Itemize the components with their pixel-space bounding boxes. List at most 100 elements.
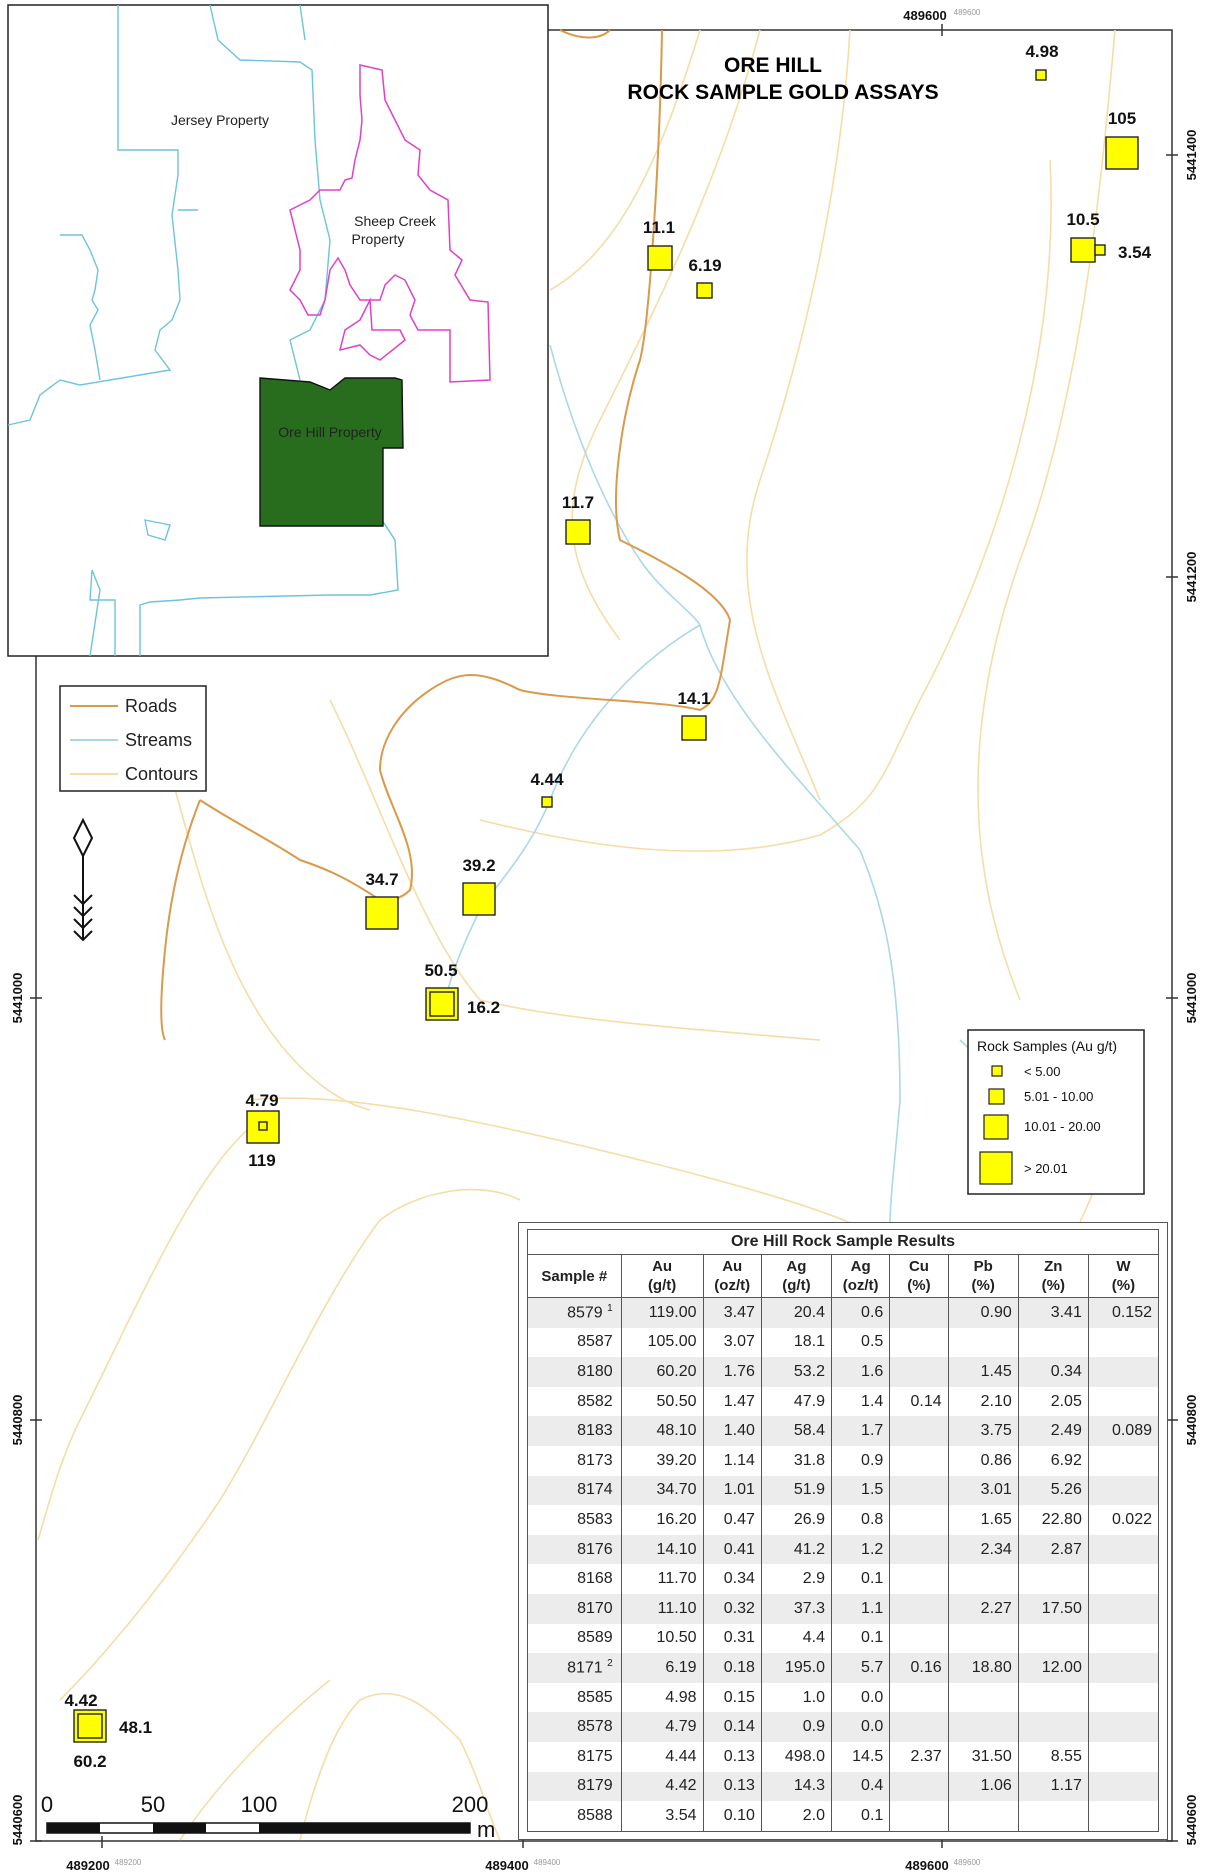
scale-unit: m (477, 1817, 495, 1842)
sample-symbol-8168[interactable] (565, 519, 591, 545)
cell-au-g: 10.50 (620, 1623, 704, 1654)
cell-zn: 6.92 (1017, 1445, 1089, 1476)
northing-5440800-right: 5440800 (1184, 1395, 1199, 1446)
scale-label-100: 100 (241, 1792, 278, 1817)
cell-au-g: 16.20 (620, 1505, 704, 1535)
sample-label-8587: 105 (1108, 109, 1136, 128)
cell-ag-g: 0.9 (760, 1712, 832, 1742)
cell-ag-g: 18.1 (760, 1327, 832, 1358)
cell-sample: 8173 (527, 1445, 622, 1476)
cell-w (1087, 1534, 1160, 1565)
cell-ag-g: 14.3 (760, 1771, 832, 1802)
cell-ag-g: 47.9 (760, 1386, 832, 1417)
cell-zn: 5.26 (1017, 1475, 1089, 1506)
sample-symbol-8174[interactable] (365, 896, 399, 930)
cell-ag-g: 41.2 (760, 1534, 832, 1565)
cell-zn (1017, 1327, 1089, 1358)
cell-zn (1017, 1564, 1089, 1594)
cell-au-g: 4.44 (620, 1741, 704, 1772)
cell-zn: 17.50 (1017, 1593, 1089, 1624)
sample-symbol-8587[interactable] (1105, 136, 1139, 170)
cell-zn (1017, 1623, 1089, 1654)
results-table-header: Sample # Au(g/t) Au(oz/t) Ag(g/t) Ag(oz/… (527, 1254, 1160, 1298)
cell-au-g: 11.10 (620, 1593, 704, 1624)
sample-symbol-8585[interactable] (1035, 69, 1047, 81)
scale-label-0: 0 (41, 1792, 53, 1817)
sample-labels: 4.98 105 10.5 3.54 11.1 6.19 11.7 14.1 4… (64, 42, 1151, 1771)
sample-symbol-8173[interactable] (462, 882, 496, 916)
cell-w: 0.089 (1087, 1416, 1160, 1446)
cell-w (1087, 1653, 1160, 1683)
sample-symbol-8170[interactable] (647, 245, 673, 271)
cell-w: 0.152 (1087, 1297, 1160, 1328)
sample-symbol-8175[interactable] (541, 796, 553, 808)
sample-label-8174: 34.7 (365, 870, 398, 889)
cell-cu (889, 1771, 949, 1802)
easting-489600-top-minor: 489600 (954, 8, 981, 17)
sample-symbol-8183[interactable] (77, 1713, 103, 1739)
cell-pb (947, 1564, 1019, 1594)
sheep-creek-property (289, 64, 491, 383)
cell-cu (889, 1534, 949, 1565)
cell-pb: 2.34 (947, 1534, 1019, 1565)
cell-ag-oz: 1.5 (830, 1475, 891, 1506)
sample-symbol-8171[interactable] (696, 282, 713, 299)
cell-ag-oz: 0.4 (830, 1771, 891, 1802)
cell-au-oz: 0.15 (702, 1682, 762, 1713)
cell-au-oz: 0.31 (702, 1623, 762, 1654)
sample-label-8588: 3.54 (1118, 243, 1152, 262)
cell-sample: 8579 1 (527, 1297, 622, 1328)
legend-contours: Contours (125, 764, 198, 784)
sample-label-8582: 50.5 (424, 961, 457, 980)
cell-ag-g: 20.4 (760, 1297, 832, 1328)
cell-zn: 2.87 (1017, 1534, 1089, 1565)
cell-au-g: 48.10 (620, 1416, 704, 1446)
cell-sample: 8587 (527, 1327, 622, 1358)
cell-cu: 2.37 (889, 1741, 949, 1772)
sample-label-8171: 6.19 (688, 256, 721, 275)
col-sample: Sample # (527, 1254, 622, 1298)
sample-symbol-8578[interactable] (258, 1121, 268, 1131)
cell-pb: 0.86 (947, 1445, 1019, 1476)
cell-cu (889, 1593, 949, 1624)
cell-pb: 3.01 (947, 1475, 1019, 1506)
cell-ag-g: 51.9 (760, 1475, 832, 1506)
cell-au-oz: 1.40 (702, 1416, 762, 1446)
scale-label-50: 50 (141, 1792, 165, 1817)
sample-symbol-8176[interactable] (681, 715, 707, 741)
inset-label-ore-hill: Ore Hill Property (278, 424, 381, 440)
cell-zn (1017, 1682, 1089, 1713)
sample-label-8578: 4.79 (245, 1091, 278, 1110)
cell-w (1087, 1475, 1160, 1506)
cell-pb (947, 1327, 1019, 1358)
northing-5440600-right: 5440600 (1184, 1795, 1199, 1846)
sample-symbol-8589[interactable] (1070, 237, 1096, 263)
cell-ag-oz: 5.7 (830, 1653, 891, 1683)
cell-pb (947, 1801, 1019, 1832)
cell-zn (1017, 1712, 1089, 1742)
cell-zn: 0.34 (1017, 1357, 1089, 1387)
cell-zn: 1.17 (1017, 1771, 1089, 1802)
sample-symbol-8588[interactable] (1094, 244, 1106, 256)
sample-label-8168: 11.7 (562, 493, 594, 512)
cell-cu (889, 1623, 949, 1654)
legend-streams: Streams (125, 730, 192, 750)
cell-cu (889, 1327, 949, 1358)
sample-symbol-8583[interactable] (429, 991, 455, 1017)
sample-symbols (73, 69, 1139, 1743)
cell-au-oz: 0.13 (702, 1771, 762, 1802)
easting-489600-top: 489600 (903, 8, 946, 23)
grid-ticks (30, 24, 1178, 1848)
cell-pb (947, 1712, 1019, 1742)
sheep-creek-inner (338, 297, 406, 361)
cell-au-g: 39.20 (620, 1445, 704, 1476)
cell-pb: 2.27 (947, 1593, 1019, 1624)
cell-ag-g: 195.0 (760, 1653, 832, 1683)
